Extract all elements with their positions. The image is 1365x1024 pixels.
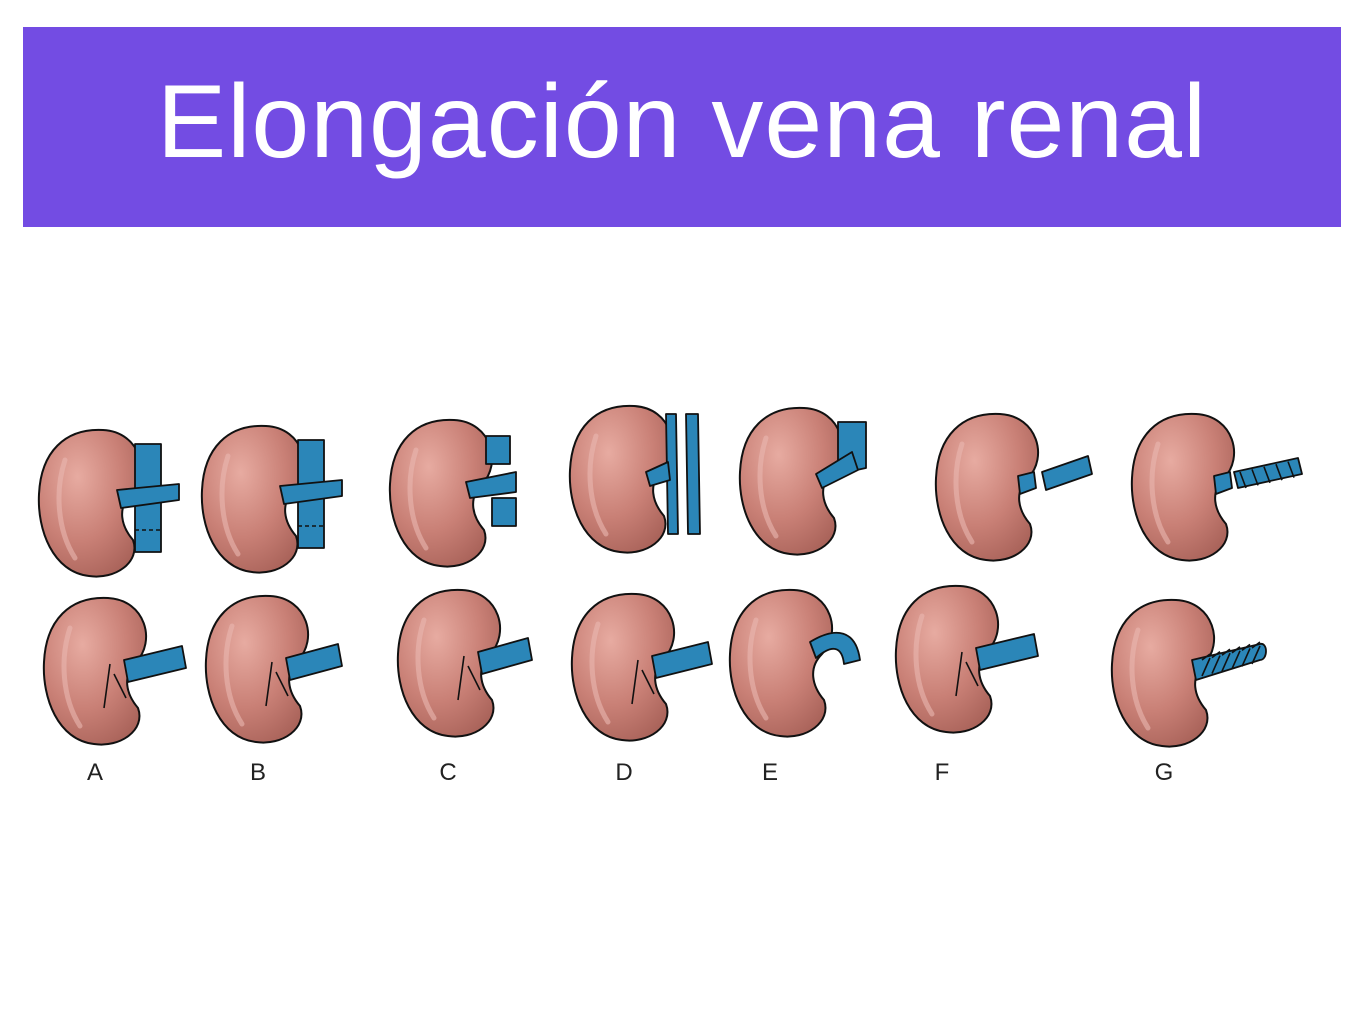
group-g-top-spiral-3 — [1275, 463, 1283, 481]
group-g-top-kidney — [1130, 412, 1236, 562]
group-f-bottom-branches — [955, 651, 979, 697]
group-c-top-kidney — [388, 418, 494, 568]
group-d-bottom-kidney — [570, 592, 676, 742]
group-g-bottom-kidney — [1110, 598, 1216, 748]
label-layer: A B C D E F G — [87, 759, 1173, 786]
group-g-top-spiral-2 — [1263, 466, 1271, 484]
group-d-top-cava-left — [665, 413, 679, 535]
panel-label-f: F — [935, 759, 950, 786]
group-a-top-renal-vein — [116, 483, 180, 509]
group-g-top-renal-stump — [1213, 471, 1233, 495]
group-c-top-cava-lower — [491, 497, 517, 527]
group-c-bottom-vein — [477, 637, 533, 675]
group-a-top-kidney — [37, 428, 143, 578]
group-d-top-renal-vein — [645, 461, 671, 487]
group-f-bottom-vein — [975, 633, 1039, 671]
group-c-top-cava-upper — [485, 435, 511, 465]
group-b-top-renal-vein — [279, 479, 343, 505]
group-g-bottom-spiral-3 — [1231, 646, 1241, 670]
panel-label-b: B — [250, 759, 266, 786]
group-d-bottom-branches — [631, 659, 655, 705]
group-g-top-spiral-4 — [1287, 461, 1295, 478]
group-e-bottom-vein — [809, 631, 861, 665]
group-a-bottom-vein — [123, 645, 187, 683]
panel-label-e: E — [762, 759, 778, 786]
panel-label-d: D — [615, 759, 632, 786]
group-f-bottom-kidney — [894, 584, 1000, 734]
vessel-layer — [103, 413, 1303, 709]
title-bar: Elongación vena renal — [23, 27, 1341, 227]
group-d-bottom-vein — [651, 641, 713, 679]
slide-title: Elongación vena renal — [156, 63, 1208, 180]
group-f-top-renal-stump — [1017, 471, 1037, 495]
group-g-top-spiral-1 — [1251, 469, 1259, 486]
panel-label-a: A — [87, 759, 103, 786]
group-c-top-renal-vein — [465, 471, 517, 499]
group-g-bottom-spiral-4 — [1241, 643, 1251, 667]
group-b-bottom-kidney — [204, 594, 310, 744]
group-b-top-kidney — [200, 424, 306, 574]
group-d-top-kidney — [568, 404, 674, 554]
group-b-bottom-branches — [265, 661, 289, 707]
group-g-bottom-spiral-2 — [1221, 648, 1231, 672]
group-g-top-spiral-0 — [1239, 471, 1247, 489]
group-e-bottom-kidney — [728, 588, 834, 738]
panel-label-g: G — [1155, 759, 1174, 786]
kidney-layer — [37, 404, 1236, 748]
group-a-bottom-kidney — [42, 596, 148, 746]
group-d-top-cava-right — [685, 413, 701, 535]
group-g-top-spiral-graft — [1233, 457, 1303, 489]
group-a-bottom-branches — [103, 663, 127, 709]
group-g-bottom-spiral-0 — [1201, 653, 1211, 677]
group-e-top-renal-vein — [815, 451, 859, 489]
group-g-bottom-spiral-5 — [1251, 641, 1261, 665]
group-f-top-graft — [1041, 455, 1093, 491]
group-c-bottom-branches — [457, 655, 481, 701]
group-f-top-kidney — [934, 412, 1040, 562]
group-g-bottom-spiral-1 — [1211, 650, 1221, 674]
panel-label-c: C — [439, 759, 456, 786]
group-b-bottom-vein — [285, 643, 343, 681]
group-c-bottom-kidney — [396, 588, 502, 738]
